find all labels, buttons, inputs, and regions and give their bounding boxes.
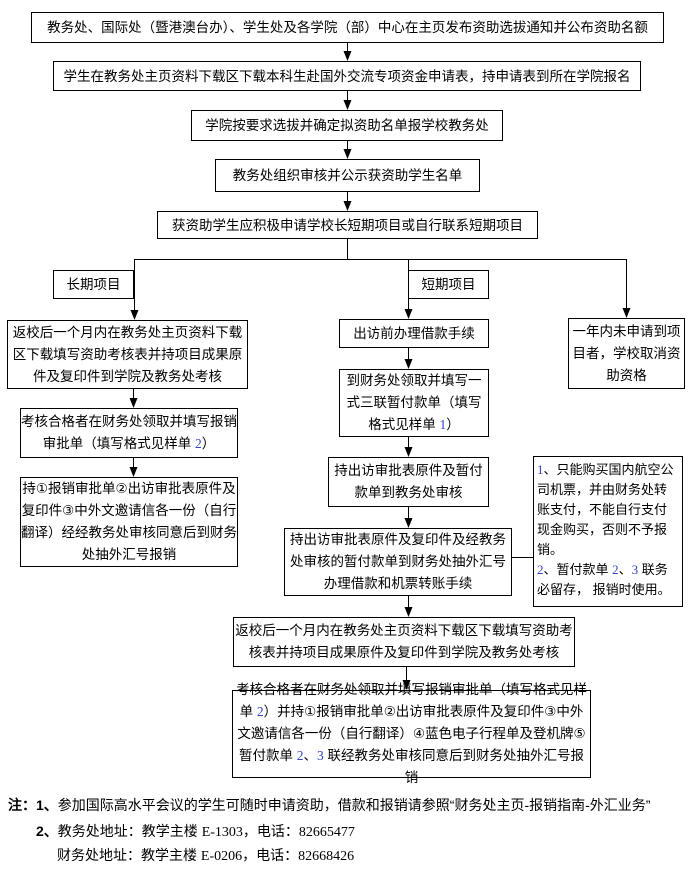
flow-node-short-review: 持出访审批表原件及暂付款单到教务处审核 (328, 457, 489, 507)
text-segment: 82668426 (298, 849, 355, 864)
text-segment: 2 (612, 562, 619, 577)
side-note-item: 1、只能购买国内航空公司机票，并由财务处转账支付，不能自行支付现金购买，否则不予… (537, 460, 679, 560)
arrow-down-icon (402, 680, 411, 690)
flow-node-text: 学院按要求选拔并确定拟资助名单报学校教务处 (205, 118, 489, 133)
branch-label-short-term: 短期项目 (408, 270, 489, 299)
text-segment: 到财务处领取并填写一式三联暂付款单（填写格式见样单 (346, 373, 482, 432)
flow-node-short-transfer: 持出访审批表原件及复印件及经教务处审核的暂付款单到财务处抽外汇号办理借款和机票转… (284, 528, 512, 596)
text-segment: 1 (439, 417, 447, 432)
arrow-down-icon (343, 201, 352, 211)
text-segment: E-0206 (200, 849, 243, 864)
text-segment: ，电话： (242, 847, 299, 863)
text-segment: ） (201, 436, 216, 451)
flow-node-review-publish: 教务处组织审核并公示获资助学生名单 (215, 159, 480, 192)
flow-node-text: 到财务处领取并填写一式三联暂付款单（填写格式见样单 1） (340, 370, 488, 436)
arrow-down-icon (404, 607, 413, 617)
flow-node-text: 返校后一个月内在教务处主页资料下载区下载填写资助考核表并持项目成果原件及复印件到… (235, 623, 573, 660)
flow-node-text: 教务处组织审核并公示获资助学生名单 (232, 168, 463, 183)
arrow-down-icon (404, 309, 413, 319)
flow-node-short-fill-voucher: 到财务处领取并填写一式三联暂付款单（填写格式见样单 1） (339, 369, 489, 437)
flow-node-student-apply: 学生在教务处主页资料下载区下载本科生赴国外交流专项资金申请表，持申请表到所在学院… (53, 61, 641, 91)
text-segment: 考核合格者在财务处领取并填写报销审批单（填写格式见样单 (21, 414, 237, 451)
flow-node-text: 持出访审批表原件及复印件及经教务处审核的暂付款单到财务处抽外汇号办理借款和机票转… (290, 532, 506, 591)
flow-node-text: 教务处、国际处（暨港澳台办）、学生处及各学院（部）中心在主页发布资助选拔通知并公… (47, 20, 648, 35)
text-segment: 单 (239, 704, 257, 719)
text-segment: ，电话： (242, 823, 299, 839)
flow-node-short-loan: 出访前办理借款手续 (339, 319, 489, 348)
text-segment: 2 (537, 562, 544, 577)
flow-node-text: 持①报销审批单②出访审批表原件及复印件③中外文邀请信各一份（自行翻译）经经教务处… (21, 481, 237, 562)
branch-label-text: 长期项目 (66, 277, 121, 292)
footnote-line-3: 财务处地址：教学主楼 E-0206，电话：82668426 (57, 845, 354, 867)
text-segment: 联务必留存， 报销时使用。 (537, 562, 671, 597)
flow-node-text: 考核合格者在财务处领取并填写报销审批单（填写格式见样单 2） (21, 411, 237, 455)
flow-node-short-reimburse: 考核合格者在财务处领取并填写报销审批单（填写格式见样单 2）并持①报销审批单②出… (232, 682, 591, 785)
arrow-down-icon (343, 149, 352, 159)
flow-node-text: 返校后一个月内在教务处主页资料下载区下载填写资助考核表并持项目成果原件及复印件到… (12, 324, 243, 384)
flow-node-text: 考核合格者在财务处领取并填写报销审批单（填写格式见样单 2）并持①报销审批单②出… (233, 679, 590, 789)
side-note-box: 1、只能购买国内航空公司机票，并由财务处转账支付，不能自行支付现金购买，否则不予… (533, 456, 683, 607)
text-segment: 参加国际高水平会议的学生可随时申请资助，借款和报销请参照“财务处主页-报销指南-… (57, 797, 651, 813)
text-segment: 联经教务处审核同意后到财务处抽外汇号报销 (323, 748, 585, 785)
text-segment: 、只能购买国内航空公司机票，并由财务处转账支付，不能自行支付现金购买，否则不予报… (537, 462, 674, 557)
text-segment: 2 (195, 436, 202, 451)
flow-node-notice: 教务处、国际处（暨港澳台办）、学生处及各学院（部）中心在主页发布资助选拔通知并公… (31, 12, 664, 43)
text-segment: 、 (303, 748, 318, 763)
text-segment: 2 (296, 748, 304, 763)
flow-node-text: 获资助学生应积极申请学校长短期项目或自行联系短期项目 (172, 217, 523, 233)
branch-label-long-term: 长期项目 (53, 270, 134, 299)
arrow-down-icon (622, 308, 631, 318)
side-note-item: 2、暂付款单 2、3 联务必留存， 报销时使用。 (537, 560, 679, 600)
text-segment: 2 (256, 704, 264, 719)
arrow-down-icon (404, 518, 413, 528)
text-segment: 、暂付款单 (543, 562, 613, 577)
text-segment: 考核合格者在财务处领取并填写报销审批单（填写格式见样 (236, 682, 587, 697)
text-segment: ）并持①报销审批单②出访审批表原件及复印件③中外文邀请信各一份（自行翻译）④蓝色… (237, 704, 586, 763)
text-segment: 82665477 (298, 825, 355, 840)
text-segment: 1 (537, 462, 544, 477)
arrow-down-icon (129, 398, 138, 408)
flow-node-long-assess: 返校后一个月内在教务处主页资料下载区下载填写资助考核表并持项目成果原件及复印件到… (7, 320, 248, 389)
arrow-down-icon (343, 51, 352, 61)
flow-node-text: 学生在教务处主页资料下载区下载本科生赴国外交流专项资金申请表，持申请表到所在学院… (63, 68, 631, 84)
arrow-down-icon (130, 310, 139, 320)
text-segment: 3 (631, 562, 639, 577)
footnote-line-2: 2、教务处地址：教学主楼 E-1303，电话：82665477 (36, 821, 355, 843)
arrow-down-icon (343, 100, 352, 110)
flow-node-text: 一年内未申请到项目者，学校取消资助资格 (572, 323, 681, 383)
text-segment: 2、 (36, 823, 58, 839)
branch-label-text: 短期项目 (421, 277, 476, 292)
text-segment: ） (446, 417, 460, 432)
flow-node-long-reimburse-docs: 持①报销审批单②出访审批表原件及复印件③中外文邀请信各一份（自行翻译）经经教务处… (20, 477, 238, 567)
flow-node-long-reimburse-form: 考核合格者在财务处领取并填写报销审批单（填写格式见样单 2） (20, 408, 238, 458)
arrow-down-icon (404, 447, 413, 457)
text-segment: 注：1、 (8, 797, 58, 813)
flow-node-apply-projects: 获资助学生应积极申请学校长短期项目或自行联系短期项目 (157, 211, 538, 239)
text-segment: 、 (618, 562, 632, 577)
text-segment: 3 (317, 748, 324, 763)
flow-node-text: 出访前办理借款手续 (353, 326, 475, 341)
flow-node-college-select: 学院按要求选拔并确定拟资助名单报学校教务处 (191, 110, 503, 141)
text-segment: 财务处地址：教学主楼 (57, 847, 201, 863)
text-segment: 教务处地址：教学主楼 (57, 823, 202, 839)
flow-node-no-project: 一年内未申请到项目者，学校取消资助资格 (568, 318, 685, 389)
footnote-line-1: 注：1、参加国际高水平会议的学生可随时申请资助，借款和报销请参照“财务处主页-报… (8, 795, 650, 815)
flow-node-short-assess: 返校后一个月内在教务处主页资料下载区下载填写资助考核表并持项目成果原件及复印件到… (233, 617, 575, 667)
flow-node-text: 持出访审批表原件及暂付款单到教务处审核 (334, 463, 483, 500)
arrow-down-icon (404, 359, 413, 369)
arrow-down-icon (129, 467, 138, 477)
text-segment: E-1303 (201, 825, 243, 840)
